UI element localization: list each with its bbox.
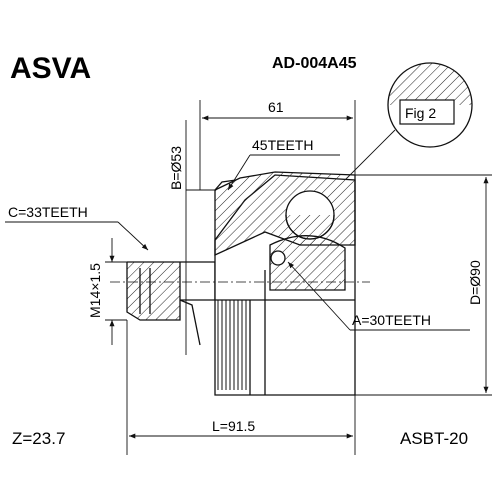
length-label: L=91.5: [212, 418, 255, 434]
dim-d90: [355, 174, 492, 396]
a-teeth-label: A=30TEETH: [352, 312, 431, 328]
weight-label: Z=23.7: [12, 429, 65, 448]
dim-thread: [105, 238, 127, 345]
brand-title: ASVA: [10, 52, 91, 85]
leader-a30: [287, 261, 470, 331]
outer-teeth-label: 45TEETH: [252, 137, 313, 153]
fig-label: Fig 2: [405, 105, 436, 121]
c-teeth-label: C=33TEETH: [8, 204, 88, 220]
code-label: ASBT-20: [400, 429, 468, 448]
leader-c33: [5, 221, 149, 251]
b-diameter-label: B=Ø53: [168, 146, 184, 190]
dim-61: [199, 100, 356, 190]
dim-61-label: 61: [268, 99, 284, 115]
d-diameter-label: D=Ø90: [467, 260, 483, 305]
thread-label: M14×1.5: [87, 263, 103, 318]
leader-45teeth: [227, 154, 340, 191]
cv-joint-body: [126, 171, 356, 396]
dim-b53: [185, 120, 215, 355]
part-number: AD-004A45: [272, 55, 357, 72]
fig-detail-circle: Fig 2: [329, 62, 473, 196]
dim-l915: [126, 320, 356, 455]
